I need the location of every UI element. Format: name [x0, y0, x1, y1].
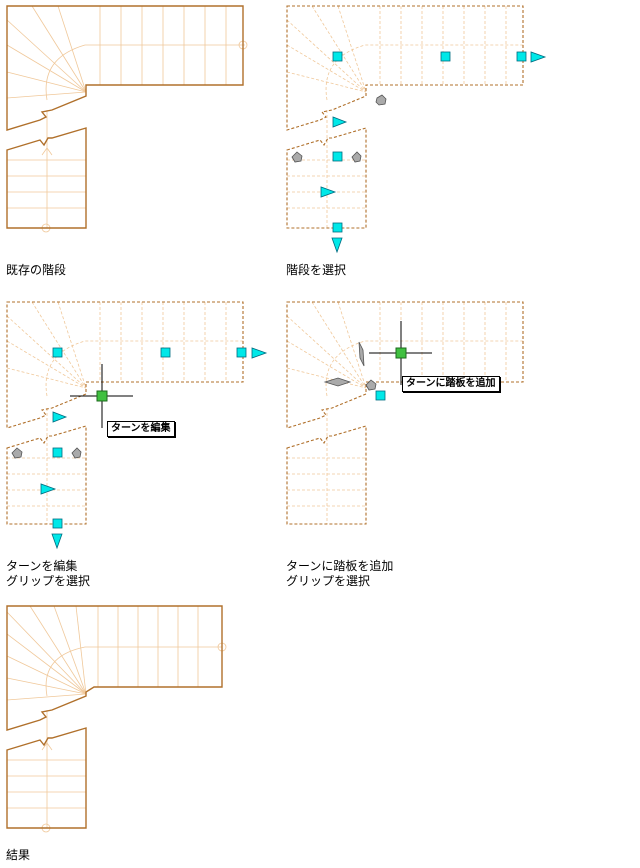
width-grip[interactable] [71, 447, 82, 459]
turn-shape-grip[interactable] [358, 341, 365, 367]
turn-grip[interactable] [365, 379, 377, 391]
stair-treads [6, 301, 245, 524]
caption-result: 結果 [6, 848, 31, 862]
edit-grip[interactable] [52, 347, 63, 358]
flip-arrow-grip[interactable] [332, 116, 348, 128]
caption-existing: 既存の階段 [6, 263, 67, 277]
width-grip[interactable] [11, 447, 23, 459]
stretch-arrow-grip[interactable] [51, 533, 63, 550]
add-tread-grip-selected[interactable] [395, 347, 407, 359]
stair-outline [6, 5, 244, 229]
turn-grip[interactable] [375, 94, 387, 106]
edit-grip[interactable] [332, 51, 343, 62]
add-tread-diagram [286, 301, 525, 525]
caption-line: ターンに踏板を追加 [286, 559, 394, 573]
edit-grip[interactable] [236, 347, 247, 358]
caption-edit-turn: ターンを編集 グリップを選択 [6, 559, 90, 589]
edit-grip[interactable] [160, 347, 171, 358]
stair-treads [286, 301, 525, 524]
edit-grip[interactable] [332, 151, 343, 162]
stair-outline [286, 5, 524, 229]
result-stair-diagram [6, 605, 227, 833]
flip-arrow-grip[interactable] [40, 483, 57, 495]
caption-line: グリップを選択 [286, 574, 371, 588]
edit-grip[interactable] [52, 447, 63, 458]
stair-treads [6, 5, 248, 233]
stair-outline [6, 605, 223, 829]
caption-line: グリップを選択 [6, 574, 91, 588]
stair-treads [6, 605, 227, 833]
turn-shape-grip[interactable] [323, 377, 352, 387]
turn-grip-selected[interactable] [96, 390, 108, 402]
edit-grip[interactable] [52, 518, 63, 529]
stretch-arrow-grip[interactable] [251, 347, 268, 359]
edit-grip[interactable] [440, 51, 451, 62]
stair-outline [6, 301, 244, 525]
existing-stair-diagram [6, 5, 248, 233]
edit-grip[interactable] [332, 222, 343, 233]
caption-select: 階段を選択 [286, 263, 347, 277]
width-grip[interactable] [291, 151, 303, 163]
edit-grip[interactable] [375, 390, 386, 401]
tooltip-add-tread: ターンに踏板を追加 [402, 376, 500, 392]
caption-line: ターンを編集 [6, 559, 78, 573]
stretch-arrow-grip[interactable] [530, 51, 547, 63]
flip-arrow-grip[interactable] [52, 411, 68, 423]
edit-turn-diagram [6, 301, 268, 550]
flip-arrow-grip[interactable] [320, 186, 337, 198]
stair-outline [286, 301, 524, 525]
tooltip-edit-turn: ターンを編集 [107, 421, 175, 437]
caption-add-tread: ターンに踏板を追加 グリップを選択 [286, 559, 393, 589]
stretch-arrow-grip[interactable] [331, 237, 343, 254]
edit-grip[interactable] [516, 51, 527, 62]
stair-treads [286, 5, 525, 228]
width-grip[interactable] [351, 151, 362, 163]
selected-stair-diagram [286, 5, 547, 254]
